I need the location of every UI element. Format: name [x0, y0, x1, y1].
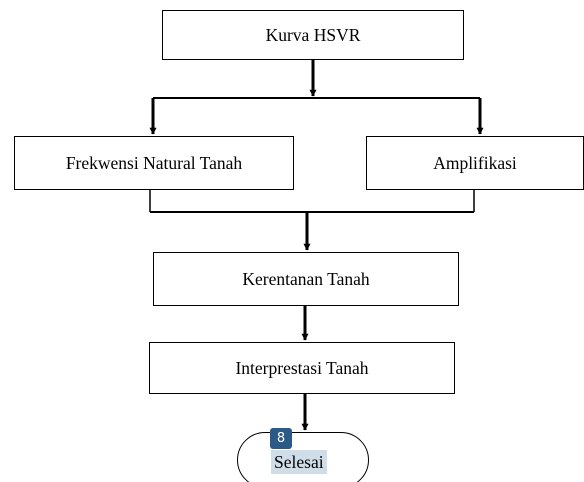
interprestasi-tanah-label: Interprestasi Tanah: [235, 357, 369, 378]
amplifikasi-label: Amplifikasi: [433, 152, 517, 173]
kerentanan-tanah-label: Kerentanan Tanah: [242, 268, 370, 289]
amplifikasi-box: Amplifikasi: [366, 136, 584, 190]
interprestasi-tanah-box: Interprestasi Tanah: [149, 342, 455, 394]
frekwensi-natural-tanah-label: Frekwensi Natural Tanah: [65, 152, 243, 173]
kurva-hsvr-label: Kurva HSVR: [265, 24, 361, 45]
selesai-label[interactable]: Selesai: [271, 450, 327, 474]
element-marker-badge[interactable]: 8: [270, 428, 292, 449]
kerentanan-tanah-box: Kerentanan Tanah: [153, 252, 459, 306]
kurva-hsvr-box: Kurva HSVR: [162, 10, 464, 60]
frekwensi-natural-tanah-box: Frekwensi Natural Tanah: [14, 136, 294, 190]
